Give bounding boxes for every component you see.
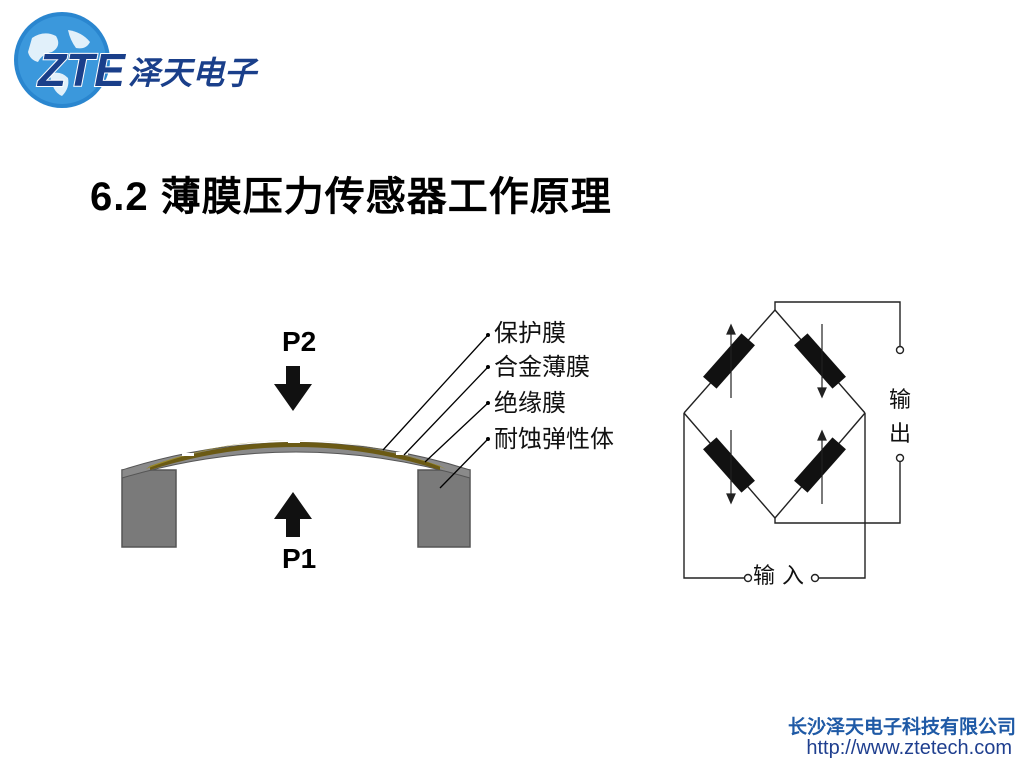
footer-url[interactable]: http://www.ztetech.com <box>806 737 1012 759</box>
logo-name: 泽天电子 <box>128 54 259 92</box>
elastic-body-right-support <box>417 469 471 548</box>
leader-line-elastic <box>439 438 489 489</box>
input-label: 输 入 <box>753 564 804 589</box>
alloy-film <box>150 442 440 470</box>
logo-mark: ZTE <box>36 44 126 96</box>
resistor-r3 <box>703 437 755 493</box>
leader-line-insulating <box>424 402 489 463</box>
elastic-body-left-support <box>121 469 177 548</box>
footer-company: 长沙泽天电子科技有限公司 <box>787 716 1016 738</box>
p1-arrow <box>274 492 312 537</box>
strain-element <box>288 440 300 443</box>
layer-label-elastic: 耐蚀弹性体 <box>494 425 614 453</box>
bridge-resistors <box>703 333 846 493</box>
strain-element <box>396 452 408 455</box>
layer-label-protective: 保护膜 <box>494 319 566 347</box>
strain-arrows <box>726 323 827 505</box>
p2-arrow <box>274 366 312 411</box>
leader-line-alloy <box>403 366 489 456</box>
sensor-cross-section <box>121 333 490 548</box>
globe-icon <box>14 12 110 108</box>
strain-element <box>182 453 194 456</box>
p2-label: P2 <box>282 326 317 357</box>
resistor-r1 <box>703 333 755 389</box>
company-logo: ZTE 泽天电子 <box>14 12 259 108</box>
p1-label: P1 <box>282 543 317 574</box>
layer-label-insulating: 绝缘膜 <box>494 389 566 417</box>
resistor-r2 <box>794 333 846 389</box>
output-label: 输出 <box>889 388 912 447</box>
resistor-r4 <box>794 437 846 493</box>
leader-line-protective <box>382 334 489 451</box>
layer-label-alloy: 合金薄膜 <box>494 353 590 381</box>
protective-film <box>146 440 446 469</box>
slide-title: 6.2 薄膜压力传感器工作原理 <box>90 175 612 219</box>
